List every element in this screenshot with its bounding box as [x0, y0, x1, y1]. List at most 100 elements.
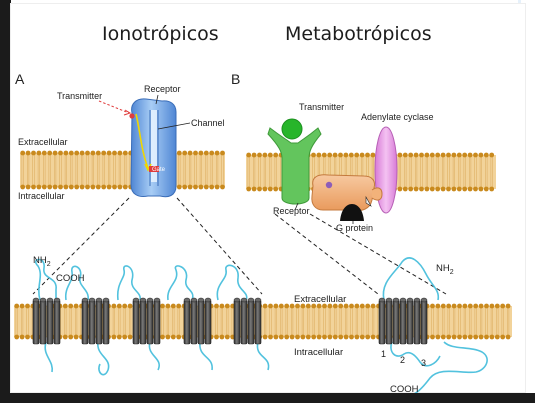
lipid-head: [440, 303, 446, 309]
lipid-head: [170, 303, 176, 309]
lipid-head: [47, 184, 53, 190]
lipid-head: [193, 150, 198, 156]
lipid-head: [31, 150, 36, 156]
transmembrane-helix: [81, 299, 89, 345]
lipid-head: [58, 184, 63, 190]
lipid-head: [90, 184, 96, 190]
lipid-head: [79, 184, 85, 190]
lipid-head: [457, 334, 462, 340]
lipid-head: [262, 152, 268, 158]
receptor-label-b: Receptor: [273, 206, 310, 216]
receptor-pointer-a: [155, 94, 159, 105]
protein-loop: [167, 265, 194, 301]
transmembrane-helix: [240, 299, 248, 345]
left-window-edge: [0, 0, 11, 403]
lipid-head: [165, 303, 171, 309]
lipid-head: [494, 303, 500, 309]
loop-number-2: 2: [400, 355, 405, 365]
lipid-head: [505, 334, 511, 340]
lipid-head: [435, 303, 441, 309]
lipid-head: [295, 334, 300, 340]
lipid-head: [112, 150, 117, 156]
lipid-head: [160, 303, 165, 309]
lipid-head: [19, 303, 25, 309]
transmembrane-helix: [153, 299, 161, 345]
g-protein: [311, 174, 383, 212]
protein-loop: [35, 258, 57, 301]
lipid-head: [451, 303, 457, 309]
lipid-head: [273, 303, 279, 309]
lipid-head: [435, 186, 441, 192]
lipid-head: [327, 334, 333, 340]
lipid-head: [467, 186, 473, 192]
lipid-head: [262, 334, 268, 340]
lipid-head: [63, 184, 69, 190]
lipid-head: [68, 334, 74, 340]
nh2-label-left: NH2: [33, 255, 51, 268]
lipid-head: [483, 152, 489, 158]
transmembrane-helix: [233, 299, 241, 345]
lipid-head: [440, 152, 446, 158]
lipid-head: [473, 334, 479, 340]
lipid-head: [68, 150, 74, 156]
lipid-head: [20, 184, 26, 190]
lipid-head: [305, 334, 311, 340]
lipid-head: [424, 152, 430, 158]
lipid-head: [62, 303, 68, 309]
lipid-head: [338, 152, 343, 158]
transmembrane-helix: [204, 299, 212, 345]
lipid-head: [182, 150, 188, 156]
lipid-head: [176, 150, 182, 156]
lipid-head: [262, 186, 268, 192]
lipid-head: [365, 334, 371, 340]
transmembrane-helix: [254, 299, 262, 345]
cytoplasmic-loops: [35, 257, 488, 395]
lipid-head: [467, 152, 473, 158]
lipid-head: [52, 150, 58, 156]
lipid-head: [273, 152, 279, 158]
lipid-head: [68, 303, 74, 309]
lipid-head: [311, 152, 316, 158]
protein-loop: [97, 341, 110, 376]
lipid-head: [19, 334, 25, 340]
lipid-head: [122, 303, 128, 309]
lipid-head: [473, 303, 479, 309]
lipid-head: [311, 334, 317, 340]
lipid-head: [41, 150, 47, 156]
lipid-head: [478, 303, 484, 309]
g-protein-label: G protein: [336, 223, 373, 233]
intracellular-label-a: Intracellular: [18, 191, 65, 201]
lipid-head: [116, 303, 122, 309]
lipid-head: [209, 184, 215, 190]
transmembrane-helix: [39, 299, 47, 345]
lipid-head: [112, 184, 117, 190]
lipid-head: [220, 184, 225, 190]
lipid-head: [332, 152, 338, 158]
lipid-head: [505, 303, 511, 309]
lipid-head: [193, 184, 198, 190]
lipid-head: [359, 303, 365, 309]
lipid-head: [170, 334, 176, 340]
transmembrane-helix: [378, 299, 386, 345]
lipid-head: [165, 334, 171, 340]
lipid-head: [295, 303, 300, 309]
lipid-head: [203, 150, 209, 156]
lipid-head: [14, 303, 20, 309]
lipid-head: [52, 184, 58, 190]
lipid-head: [484, 334, 489, 340]
title-metabotropic: Metabotrópicos: [285, 23, 432, 45]
ionotropic-channel: [130, 98, 177, 198]
g-protein-beta-gamma: [340, 204, 364, 221]
lipid-head: [478, 334, 484, 340]
panel-a-letter: A: [15, 71, 25, 87]
protein-loop: [116, 265, 141, 301]
lipid-head: [370, 152, 376, 158]
lipid-head: [321, 152, 327, 158]
lipid-head: [365, 303, 371, 309]
lipid-head: [359, 334, 365, 340]
lipid-head: [446, 334, 452, 340]
transmembrane-helix: [95, 299, 103, 345]
lipid-head: [289, 303, 295, 309]
lipid-head: [224, 334, 230, 340]
transmembrane-helix: [88, 299, 96, 345]
